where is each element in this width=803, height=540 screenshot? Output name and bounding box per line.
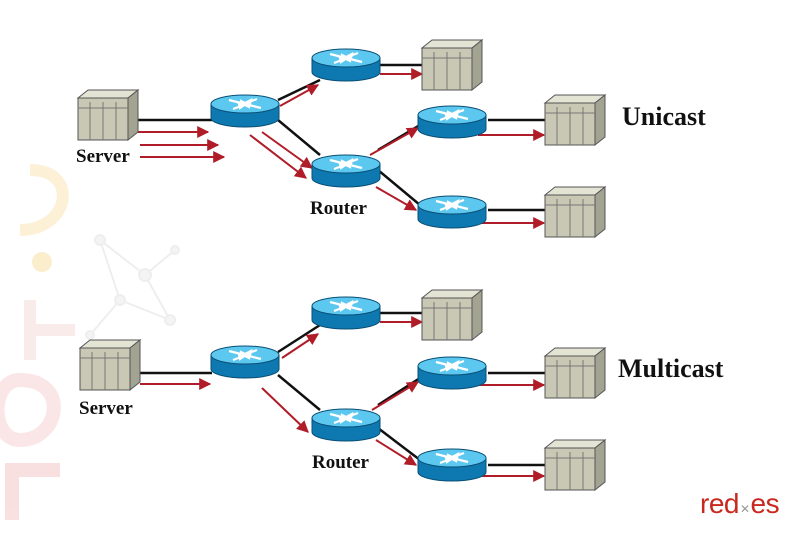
multicast-links (140, 311, 545, 467)
logo-dot-icon: ✕ (739, 502, 750, 516)
server-label-multicast: Server (79, 398, 133, 419)
host-icon (421, 289, 483, 341)
router-icon (209, 93, 281, 129)
router-label-unicast: Router (310, 198, 367, 219)
router-icon (310, 153, 382, 189)
server-label-unicast: Server (76, 146, 130, 167)
unicast-flows (138, 68, 546, 229)
host-icon (544, 347, 606, 399)
server-icon (77, 89, 139, 141)
logo-text-right: es (750, 488, 780, 519)
host-icon (544, 94, 606, 146)
multicast-title: Multicast (618, 354, 724, 383)
router-icon (416, 194, 488, 230)
router-icon (416, 447, 488, 483)
logo-text-left: red (700, 488, 739, 519)
router-icon (310, 295, 382, 331)
router-icon (209, 344, 281, 380)
network-watermark (0, 164, 180, 520)
server-icon (79, 339, 141, 391)
router-label-multicast: Router (312, 452, 369, 473)
multicast-flows (140, 316, 546, 482)
unicast-title: Unicast (622, 102, 706, 131)
host-icon (421, 39, 483, 91)
router-icon (416, 355, 488, 391)
router-icon (310, 47, 382, 83)
red-es-logo: red✕es (700, 488, 780, 520)
router-icon (310, 407, 382, 443)
host-icon (544, 186, 606, 238)
router-icon (416, 104, 488, 140)
unicast-links (138, 63, 545, 212)
host-icon (544, 439, 606, 491)
